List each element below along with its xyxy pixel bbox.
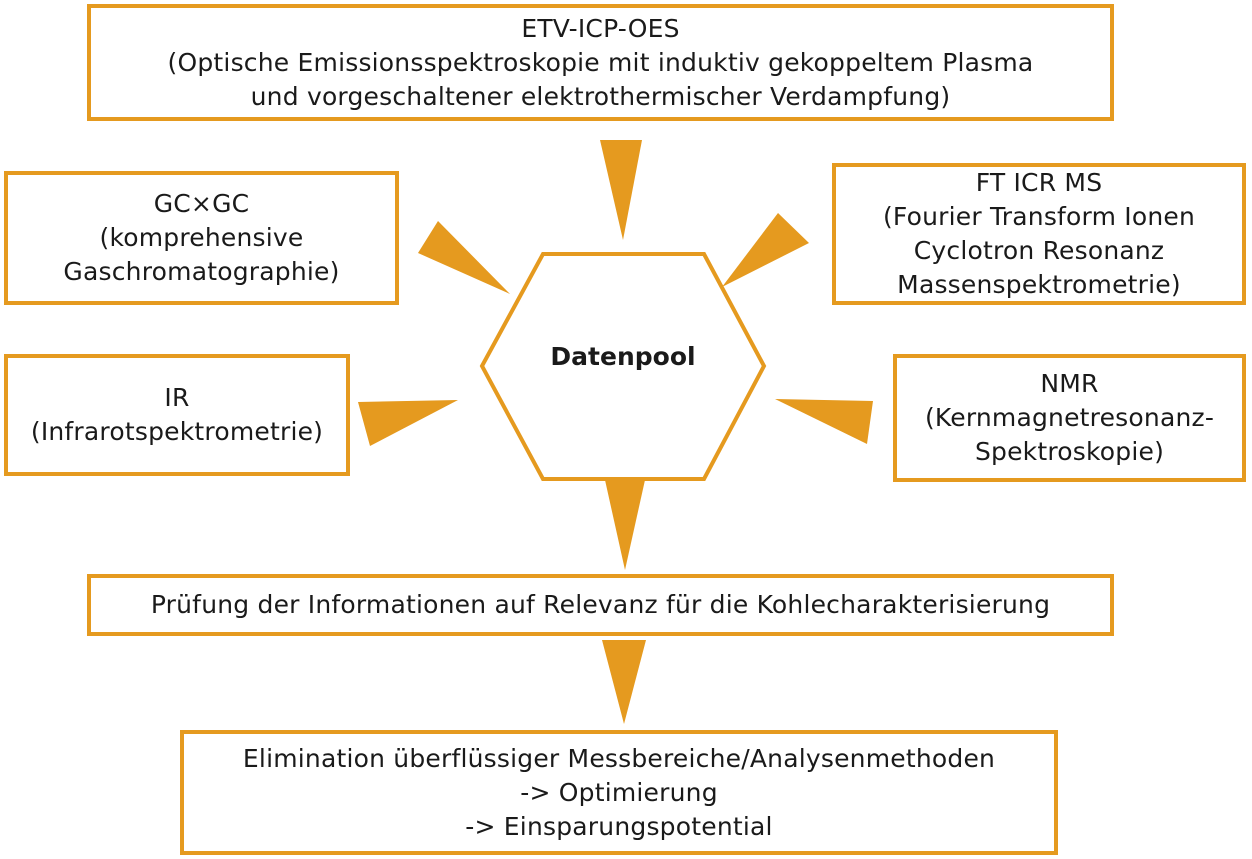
gcxgc-desc-line-2: Gaschromatographie) — [63, 257, 340, 286]
nmr-title: NMR — [1040, 369, 1099, 398]
ir-title: IR — [164, 383, 190, 412]
ft-icr-ms-desc-line-2: Cyclotron Resonanz — [913, 236, 1165, 265]
etv-icp-oes-title: ETV-ICP-OES — [521, 13, 680, 43]
elimination-line-1: Elimination überflüssiger Messbereiche/A… — [242, 743, 996, 773]
gcxgc-desc-line-1: (komprehensive — [99, 223, 304, 252]
relevance-check-text: Prüfung der Informationen auf Relevanz f… — [150, 590, 1051, 619]
etv-icp-oes-box: ETV-ICP-OES (Optische Emissionsspektrosk… — [87, 4, 1114, 121]
relevance-check-box: Prüfung der Informationen auf Relevanz f… — [87, 574, 1114, 636]
etv-icp-oes-desc-line-1: (Optische Emissionsspektroskopie mit ind… — [167, 47, 1034, 77]
gcxgc-title: GC×GC — [153, 189, 250, 218]
gcxgc-box: GC×GC (komprehensive Gaschromatographie) — [4, 171, 399, 305]
nmr-desc-line-1: (Kernmagnetresonanz- — [924, 403, 1215, 432]
elimination-line-2: -> Optimierung — [520, 777, 718, 807]
arrow-from-gcxgc — [418, 221, 510, 294]
ir-box: IR (Infrarotspektrometrie) — [4, 354, 350, 476]
ft-icr-ms-desc-line-3: Massenspektrometrie) — [897, 270, 1181, 299]
arrow-from-ftms — [722, 213, 809, 287]
ft-icr-ms-title: FT ICR MS — [975, 168, 1103, 197]
ft-icr-ms-desc-line-1: (Fourier Transform Ionen — [882, 202, 1196, 231]
arrow-to-check — [605, 480, 645, 570]
arrow-from-ir — [358, 400, 458, 446]
arrow-from-nmr — [775, 399, 873, 444]
datenpool-label: Datenpool — [550, 342, 696, 371]
ft-icr-ms-box: FT ICR MS (Fourier Transform Ionen Cyclo… — [832, 163, 1246, 305]
ir-desc: (Infrarotspektrometrie) — [30, 417, 324, 446]
elimination-line-3: -> Einsparungspotential — [465, 811, 773, 841]
etv-icp-oes-desc-line-2: und vorgeschaltener elektrothermischer V… — [250, 81, 951, 111]
nmr-desc-line-2: Spektroskopie) — [974, 437, 1165, 466]
nmr-box: NMR (Kernmagnetresonanz- Spektroskopie) — [893, 354, 1246, 482]
datenpool-hexagon — [479, 252, 767, 481]
arrow-to-elim — [602, 640, 646, 724]
elimination-box: Elimination überflüssiger Messbereiche/A… — [180, 730, 1058, 855]
arrow-from-top — [600, 140, 642, 240]
